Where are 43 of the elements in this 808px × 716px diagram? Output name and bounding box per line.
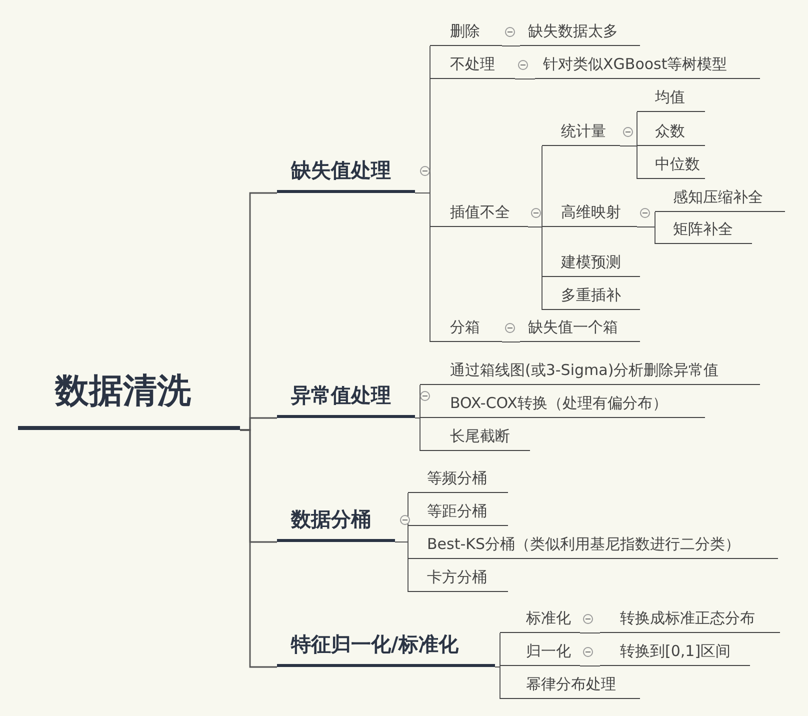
subtopic: 不处理 [430, 49, 515, 79]
subtopic: 感知压缩补全 [655, 182, 785, 212]
subtopic: 标准化 [500, 603, 580, 633]
subtopic: 删除 [430, 16, 502, 46]
connector-line [528, 226, 542, 310]
subtopic: 均值 [637, 82, 705, 112]
subtopic: 等频分桶 [408, 463, 508, 493]
connector-line [240, 429, 277, 668]
subtopic: 中位数 [637, 149, 705, 179]
subtopic: 通过箱线图(或3-Sigma)分析删除异常值 [420, 355, 760, 385]
central-topic: 数据清洗 [18, 366, 240, 430]
subtopic: 多重插补 [542, 280, 640, 310]
subtopic: 卡方分桶 [408, 562, 508, 592]
subtopic: 长尾截断 [420, 421, 530, 451]
subtopic: 缺失值一个箱 [520, 312, 640, 342]
main-topic: 异常值处理 [277, 378, 415, 418]
subtopic: BOX-COX转换（处理有偏分布） [420, 388, 705, 418]
connector-line [580, 632, 600, 634]
subtopic: 转换成标准正态分布 [600, 603, 780, 633]
subtopic: 幂律分布处理 [500, 669, 640, 699]
connector-line [514, 78, 536, 80]
subtopic: 缺失数据太多 [520, 16, 640, 46]
subtopic: 高维映射 [542, 197, 637, 227]
subtopic: 插值不全 [430, 197, 528, 227]
connector-line [414, 418, 420, 452]
main-topic: 缺失值处理 [277, 153, 415, 193]
subtopic: 矩阵补全 [655, 214, 752, 244]
main-topic: 数据分桶 [277, 502, 395, 542]
connector-line [620, 146, 638, 180]
subtopic: 统计量 [542, 116, 620, 146]
subtopic: 针对类似XGBoost等树模型 [535, 49, 760, 79]
subtopic: 众数 [637, 116, 705, 146]
connector-line [636, 226, 656, 244]
subtopic: 转换到[0,1]区间 [600, 636, 750, 666]
subtopic: 分箱 [430, 312, 502, 342]
subtopic: 归一化 [500, 636, 580, 666]
main-topic: 特征归一化/标准化 [277, 627, 495, 667]
subtopic: 等距分桶 [408, 496, 508, 526]
subtopic: Best-KS分桶（类似利用基尼指数进行二分类） [408, 529, 778, 559]
connector-line [494, 666, 500, 700]
connector-line [414, 192, 430, 342]
subtopic: 建模预测 [542, 247, 640, 277]
connector-line [394, 542, 408, 592]
